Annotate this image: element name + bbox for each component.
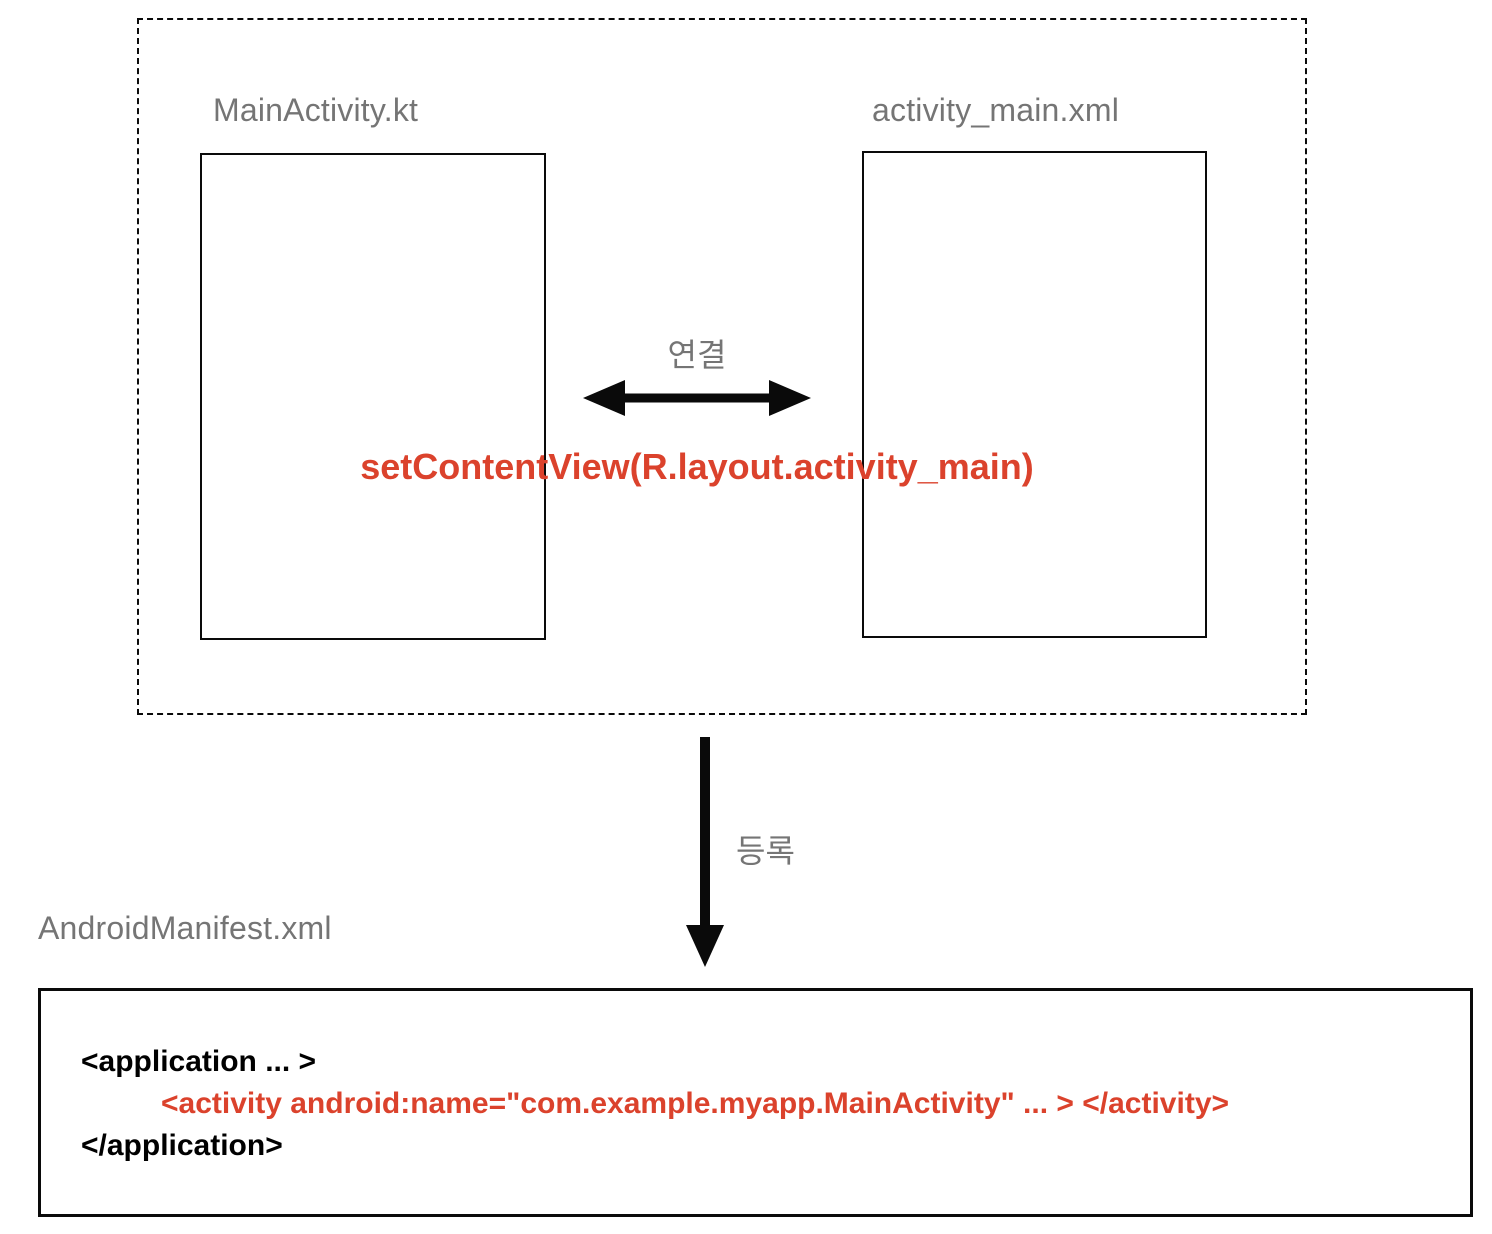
register-label: 등록 bbox=[736, 833, 795, 869]
activitymain-box bbox=[862, 151, 1207, 638]
link-label: 연결 bbox=[667, 337, 727, 373]
bidirectional-arrow-icon bbox=[583, 380, 811, 416]
manifest-code-line-activity: <activity android:name="com.example.myap… bbox=[161, 1087, 1230, 1120]
manifest-code-block: <application ... > <activity android:nam… bbox=[81, 1041, 1229, 1167]
manifest-code-line-application-close: </application> bbox=[81, 1129, 283, 1162]
manifest-code-line-application-open: <application ... > bbox=[81, 1045, 317, 1078]
manifest-file-label: AndroidManifest.xml bbox=[38, 910, 332, 946]
mainactivity-file-label: MainActivity.kt bbox=[213, 92, 419, 128]
manifest-box: <application ... > <activity android:nam… bbox=[38, 988, 1473, 1217]
activitymain-file-label: activity_main.xml bbox=[872, 92, 1120, 128]
mainactivity-box bbox=[200, 153, 546, 640]
setcontentview-code: setContentView(R.layout.activity_main) bbox=[360, 446, 1034, 487]
link-group-frame bbox=[137, 18, 1307, 715]
down-arrow-icon bbox=[686, 737, 724, 967]
